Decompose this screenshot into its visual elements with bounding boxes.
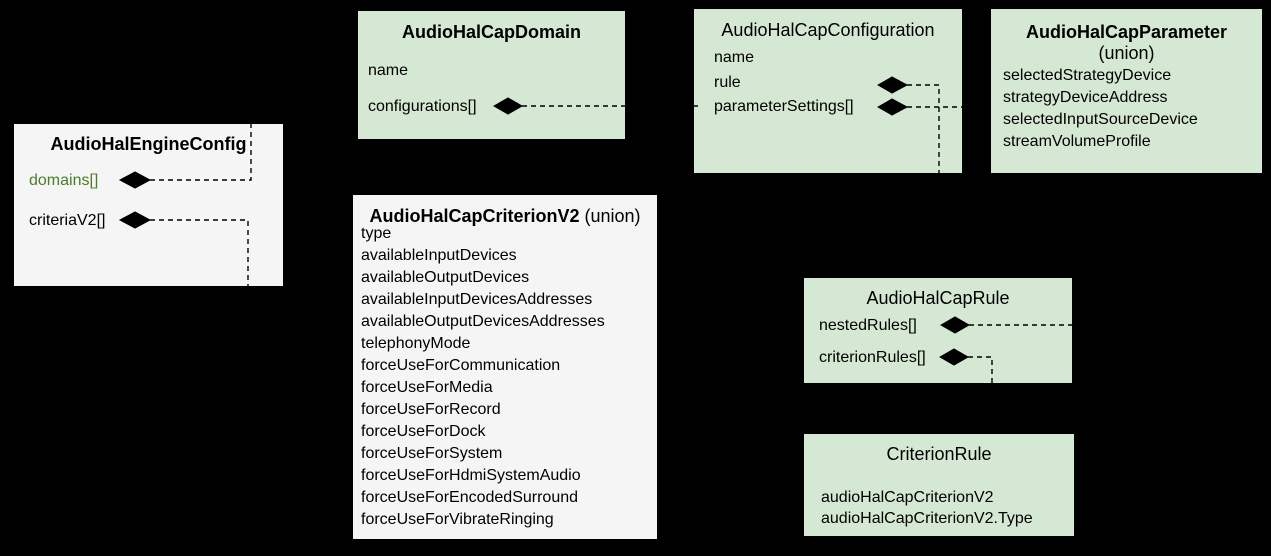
class-box-audio-hal-engine-config: AudioHalEngineConfig domains[] criteriaV… (13, 123, 284, 287)
field-available-input-devices-addresses: availableInputDevicesAddresses (361, 291, 593, 308)
field-list: selectedStrategyDevice strategyDeviceAdd… (1003, 65, 1198, 153)
field-selected-strategy-device: selectedStrategyDevice (1003, 67, 1172, 84)
field-domains: domains[] (29, 172, 99, 189)
field-force-use-for-media: forceUseForMedia (361, 379, 493, 396)
field-strategy-device-address: strategyDeviceAddress (1003, 89, 1168, 106)
class-box-audio-hal-cap-criterion-v2: AudioHalCapCriterionV2(union) type avail… (352, 194, 658, 540)
field-available-output-devices-addresses: availableOutputDevicesAddresses (361, 313, 605, 330)
field-nested-rules: nestedRules[] (819, 317, 917, 334)
class-title: AudioHalCapDomain (401, 22, 581, 42)
field-force-use-for-system: forceUseForSystem (361, 445, 503, 462)
class-title-union-suffix: (union) (584, 206, 641, 226)
class-title: AudioHalCapConfiguration (721, 20, 935, 40)
class-box-criterion-rule: CriterionRule audioHalCapCriterionV2 aud… (803, 433, 1075, 537)
class-title: CriterionRule (886, 444, 992, 464)
field-audio-hal-cap-criterion-v2-type: audioHalCapCriterionV2.Type (821, 510, 1033, 527)
field-force-use-for-record: forceUseForRecord (361, 401, 501, 418)
field-criterion-rules: criterionRules[] (819, 349, 926, 366)
class-title-text: AudioHalCapCriterionV2 (369, 206, 580, 226)
field-available-output-devices: availableOutputDevices (361, 269, 530, 286)
field-type: type (361, 225, 392, 242)
class-box-audio-hal-cap-parameter: AudioHalCapParameter (union) selectedStr… (990, 8, 1263, 174)
class-box-audio-hal-cap-rule: AudioHalCapRule nestedRules[] criterionR… (803, 277, 1073, 384)
field-telephony-mode: telephonyMode (361, 335, 471, 352)
field-selected-input-source-device: selectedInputSourceDevice (1003, 111, 1198, 128)
field-list: type availableInputDevices availableOutp… (361, 223, 605, 531)
field-rule: rule (714, 74, 741, 91)
class-title: AudioHalCapParameter (1025, 22, 1228, 42)
field-name: name (368, 62, 409, 79)
field-force-use-for-vibrate-ringing: forceUseForVibrateRinging (361, 511, 554, 528)
class-title: AudioHalCapRule (866, 288, 1010, 308)
field-criteria-v2: criteriaV2[] (29, 212, 106, 229)
field-available-input-devices: availableInputDevices (361, 247, 517, 264)
field-configurations: configurations[] (368, 98, 477, 115)
field-stream-volume-profile: streamVolumeProfile (1003, 133, 1151, 150)
field-name: name (714, 49, 755, 66)
field-force-use-for-dock: forceUseForDock (361, 423, 486, 440)
field-force-use-for-hdmi-system-audio: forceUseForHdmiSystemAudio (361, 467, 581, 484)
field-force-use-for-communication: forceUseForCommunication (361, 357, 561, 374)
field-audio-hal-cap-criterion-v2: audioHalCapCriterionV2 (821, 489, 994, 506)
class-subtitle-union: (union) (1098, 43, 1155, 63)
class-box-audio-hal-cap-configuration: AudioHalCapConfiguration name rule param… (693, 8, 963, 174)
field-parameter-settings: parameterSettings[] (714, 98, 854, 115)
class-title: AudioHalCapCriterionV2(union) (353, 206, 657, 226)
class-box-audio-hal-cap-domain: AudioHalCapDomain name configurations[] (357, 10, 626, 140)
class-title: AudioHalEngineConfig (50, 134, 247, 154)
field-force-use-for-encoded-surround: forceUseForEncodedSurround (361, 489, 579, 506)
